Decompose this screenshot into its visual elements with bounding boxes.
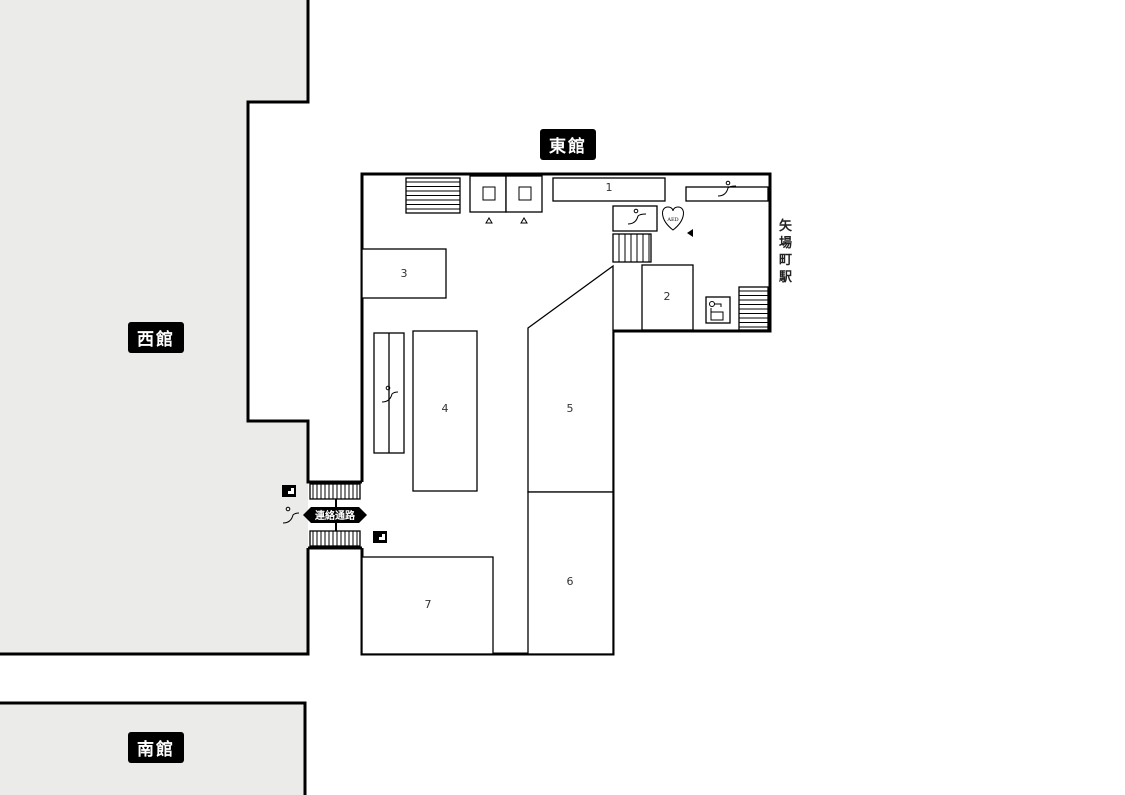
aed-label: AED bbox=[666, 217, 678, 223]
room-4-label: 4 bbox=[442, 402, 449, 415]
escalator bbox=[612, 205, 658, 232]
room-1[interactable] bbox=[552, 177, 666, 202]
room-2-label: 2 bbox=[664, 290, 671, 303]
room-2[interactable] bbox=[641, 264, 694, 331]
key-icon bbox=[710, 303, 724, 321]
room-4[interactable] bbox=[412, 330, 478, 492]
room-1-label: 1 bbox=[606, 181, 613, 194]
locker-icon bbox=[705, 296, 731, 324]
east-building-label: 東館 bbox=[540, 129, 596, 160]
room-6[interactable] bbox=[527, 491, 614, 655]
stairs-sign-icon bbox=[373, 531, 387, 543]
room-7[interactable] bbox=[361, 556, 494, 655]
connector-label: 連絡通路 bbox=[315, 509, 356, 522]
elevator[interactable] bbox=[505, 175, 543, 213]
escalator-icon bbox=[717, 185, 737, 197]
stairs-sign-icon bbox=[282, 485, 296, 497]
arrow-marker bbox=[687, 229, 693, 237]
triangle-marker bbox=[485, 217, 528, 224]
room-5-label: 5 bbox=[567, 402, 574, 415]
room-7-label: 7 bbox=[425, 598, 432, 611]
room-6-label: 6 bbox=[567, 575, 574, 588]
elevator-accessible[interactable] bbox=[469, 175, 507, 213]
room-3-label: 3 bbox=[401, 267, 408, 280]
connector-label-bg[interactable] bbox=[303, 507, 367, 523]
stairs bbox=[309, 530, 361, 547]
south-building-label: 南館 bbox=[128, 732, 184, 763]
west-building-label: 西館 bbox=[128, 322, 184, 353]
aed-heart-icon bbox=[662, 206, 684, 231]
stairs bbox=[309, 483, 361, 500]
station-label: 矢場町駅 bbox=[779, 219, 793, 285]
room-3[interactable] bbox=[361, 248, 447, 299]
escalator-icon bbox=[282, 512, 300, 524]
escalator-icon bbox=[381, 391, 399, 403]
escalator bbox=[685, 186, 769, 202]
escalator-icon bbox=[627, 213, 647, 225]
